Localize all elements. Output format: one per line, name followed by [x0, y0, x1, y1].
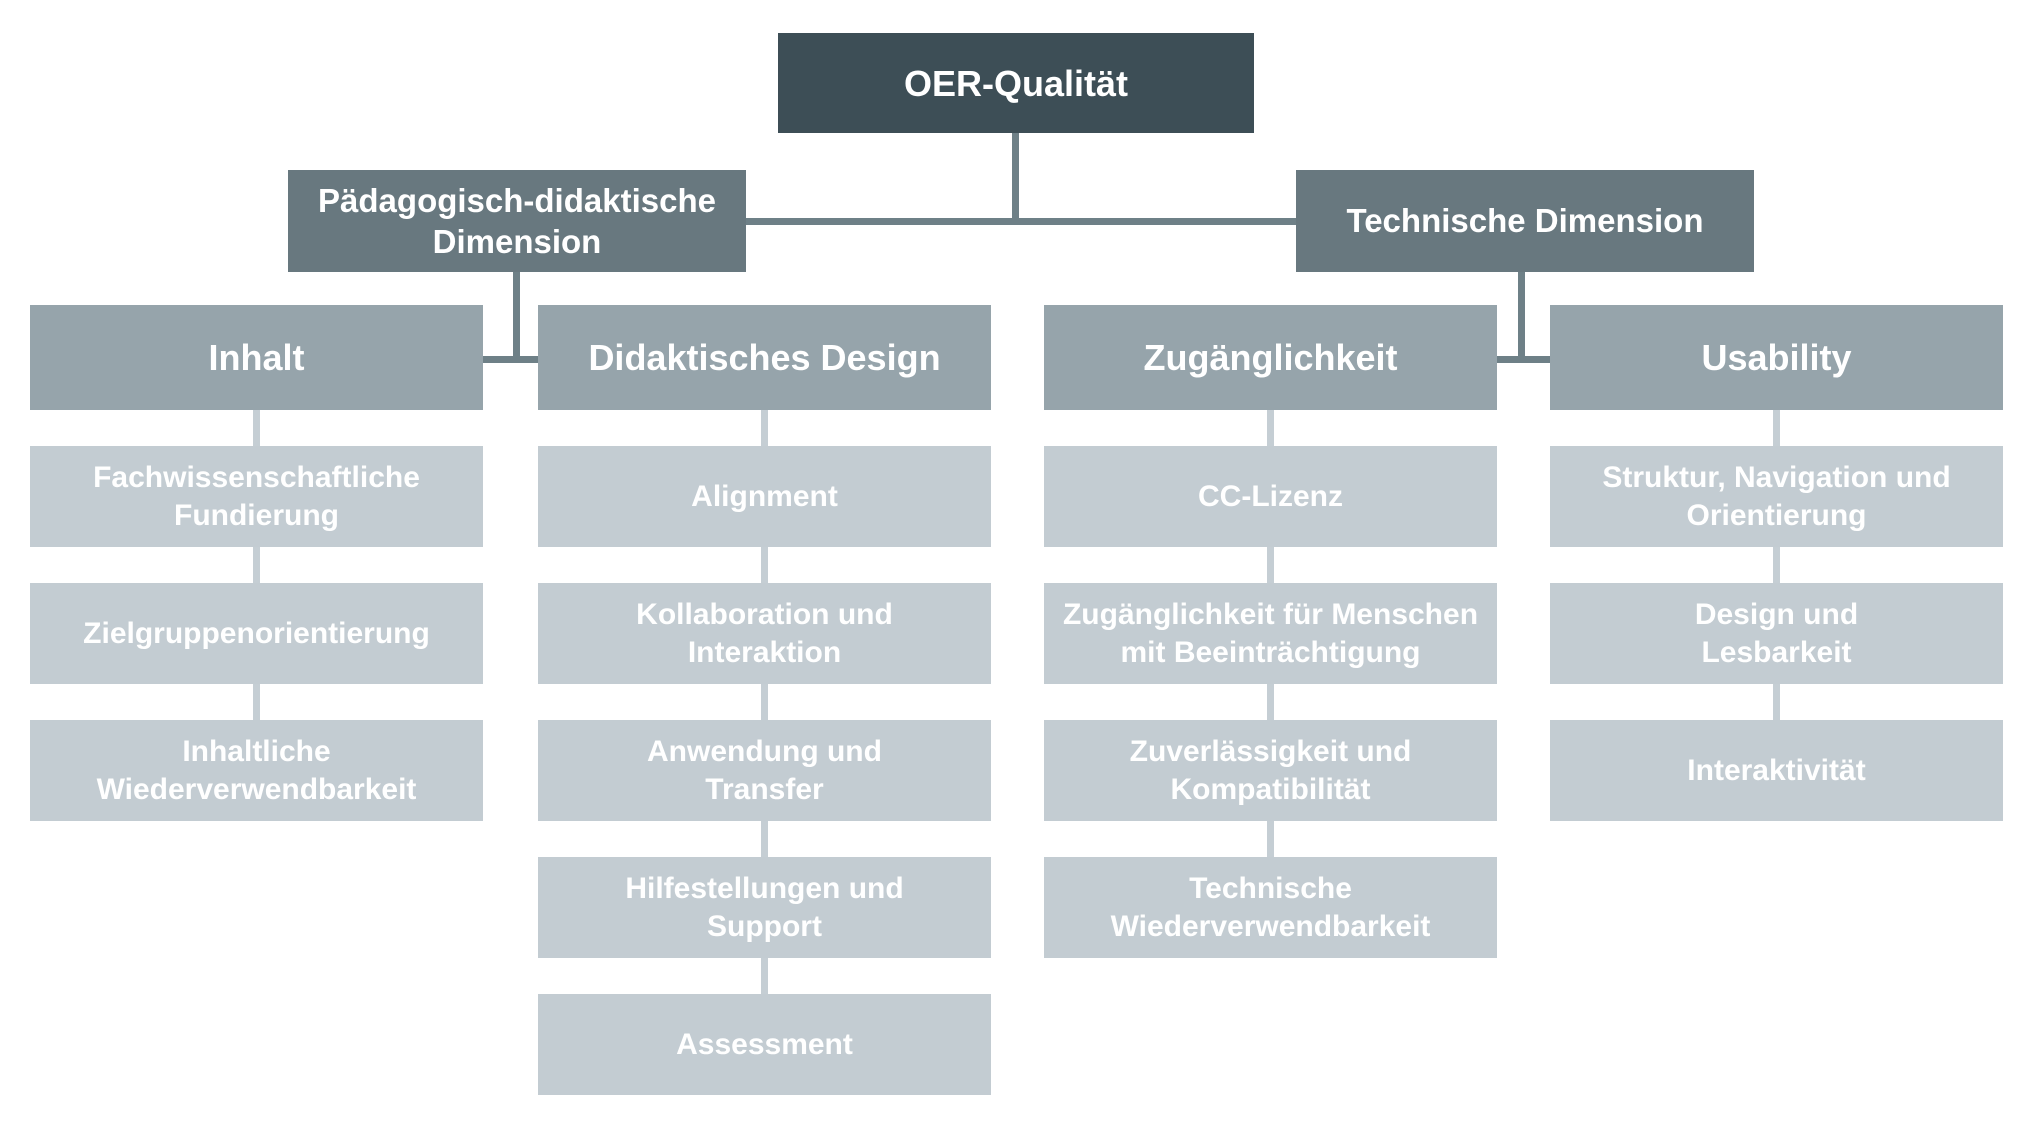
connector-col3-seg1	[1267, 410, 1274, 446]
connector-col1-seg3	[253, 684, 260, 720]
item-inhaltliche-wiederverwendbarkeit: Inhaltliche Wiederverwendbarkeit	[30, 720, 483, 821]
connector-col2-seg3	[761, 684, 768, 720]
connector-dim1-stub	[483, 356, 538, 363]
connector-col3-seg2	[1267, 547, 1274, 583]
item-zielgruppenorientierung: Zielgruppenorientierung	[30, 583, 483, 684]
connector-col2-seg4	[761, 821, 768, 857]
item-zuverlaessigkeit-und-kompatibilitaet: Zuverlässigkeit und Kompatibilität	[1044, 720, 1497, 821]
dimension-box-technisch: Technische Dimension	[1296, 170, 1754, 272]
connector-col4-seg2	[1773, 547, 1780, 583]
item-anwendung-und-transfer: Anwendung und Transfer	[538, 720, 991, 821]
connector-col3-seg3	[1267, 684, 1274, 720]
category-header-usability: Usability	[1550, 305, 2003, 410]
connector-col1-seg2	[253, 547, 260, 583]
connector-col2-seg1	[761, 410, 768, 446]
item-alignment: Alignment	[538, 446, 991, 547]
connector-col4-seg3	[1773, 684, 1780, 720]
connector-dim1-vertical	[513, 272, 520, 363]
category-header-zugaenglichkeit: Zugänglichkeit	[1044, 305, 1497, 410]
item-assessment: Assessment	[538, 994, 991, 1095]
connector-col1-seg1	[253, 410, 260, 446]
connector-col2-seg2	[761, 547, 768, 583]
category-header-didaktisches-design: Didaktisches Design	[538, 305, 991, 410]
item-design-und-lesbarkeit: Design und Lesbarkeit	[1550, 583, 2003, 684]
item-interaktivitaet: Interaktivität	[1550, 720, 2003, 821]
connector-dim2-stub	[1497, 356, 1550, 363]
item-zugaenglichkeit-beeintraechtigung: Zugänglichkeit für Menschen mit Beeinträ…	[1044, 583, 1497, 684]
connector-col4-seg1	[1773, 410, 1780, 446]
category-header-inhalt: Inhalt	[30, 305, 483, 410]
dimension-box-paedagogisch-didaktisch: Pädagogisch-didaktische Dimension	[288, 170, 746, 272]
item-cc-lizenz: CC-Lizenz	[1044, 446, 1497, 547]
item-fachwissenschaftliche-fundierung: Fachwissenschaftliche Fundierung	[30, 446, 483, 547]
item-technische-wiederverwendbarkeit: Technische Wiederverwendbarkeit	[1044, 857, 1497, 958]
item-struktur-navigation-orientierung: Struktur, Navigation und Orientierung	[1550, 446, 2003, 547]
item-hilfestellungen-und-support: Hilfestellungen und Support	[538, 857, 991, 958]
connector-dim2-vertical	[1518, 272, 1525, 363]
connector-dimensions-horizontal	[746, 218, 1296, 225]
connector-root-vertical	[1012, 133, 1019, 225]
root-box-oer-qualitaet: OER-Qualität	[778, 33, 1254, 133]
item-kollaboration-und-interaktion: Kollaboration und Interaktion	[538, 583, 991, 684]
connector-col3-seg4	[1267, 821, 1274, 857]
connector-col2-seg5	[761, 958, 768, 994]
